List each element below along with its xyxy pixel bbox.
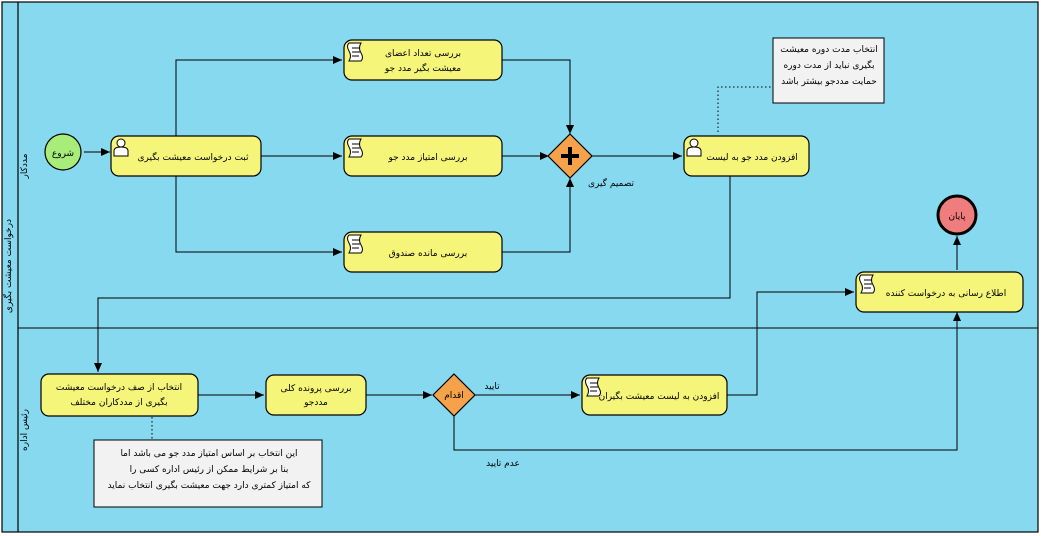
flow-register-fund [175,176,342,256]
flow-beneficiaries-notify [727,288,854,396]
flow-action-reject [453,312,961,451]
task-review-file-label-1: بررسی پرونده کلی [280,384,351,394]
lane-staff-title: مددکار [20,153,30,179]
script-icon [585,377,601,397]
gateway-decision[interactable] [547,133,593,179]
task-register[interactable]: ثبت درخواست معیشت بگیری [110,135,262,177]
script-icon [859,274,875,294]
task-check-fund[interactable]: بررسی مانده صندوق [343,231,503,273]
annotation-period-line-3: حمایت مددجو بیشتر باشد [781,77,877,87]
task-register-label: ثبت درخواست معیشت بگیری [137,151,249,163]
task-review-file-label-2: مددجو [303,398,328,408]
task-check-members-label-1: بررسی تعداد اعضای [385,49,461,59]
flow-fund-decision [502,178,574,253]
script-icon [347,138,363,158]
end-event-label: پایان [948,212,966,222]
gateway-action-label: اقدام [444,391,464,401]
task-check-members[interactable]: بررسی تعداد اعضای معیشت بگیر مدد جو [343,39,503,81]
gateway-action[interactable]: اقدام [432,373,476,417]
start-event-label: شروع [52,149,74,159]
task-notify[interactable]: اطلاع رسانی به درخواست کننده [855,271,1024,313]
annotation-selection-line-1: این انتخاب بر اساس امتیاز مدد جو می باشد… [120,449,297,459]
plus-icon [561,147,579,165]
task-check-score[interactable]: بررسی امتیاز مدد جو [343,135,503,177]
pool-title: درخواست معیشت بگیری [2,219,14,313]
task-check-score-label: بررسی امتیاز مدد جو [387,153,467,163]
task-add-to-list-label: افزودن مدد جو به لیست [706,153,798,163]
label-approve: تایید [484,382,500,392]
task-select-queue-label-2: بگیری از مددکاران مختلف [70,396,167,408]
lane-staff: مددکار [20,153,30,179]
annotation-selection: این انتخاب بر اساس امتیاز مدد جو می باشد… [93,439,323,508]
script-icon [347,42,363,62]
annotation-period: انتخاب مدت دوره معیشت بگیری نباید از مدت… [772,37,885,104]
sequence-flows [84,56,961,451]
task-check-members-label-2: معیشت بگیر مدد جو [384,62,461,74]
associations [151,86,773,440]
user-icon [113,138,129,157]
task-check-fund-label: بررسی مانده صندوق [389,249,468,259]
task-add-beneficiaries[interactable]: افزودن به لیست معیشت بگیران [581,374,728,416]
lane-manager: رئیس اداره [20,409,30,451]
annotation-selection-line-3: که امتیاز کمتری دارد جهت معیشت بگیری انت… [108,479,312,491]
start-event[interactable]: شروع [44,133,82,171]
label-reject: عدم تایید [486,459,520,469]
task-review-file[interactable]: بررسی پرونده کلی مددجو [265,374,367,416]
task-add-to-list[interactable]: افزودن مدد جو به لیست [683,135,810,177]
flow-register-members [175,56,342,136]
annotation-period-line-2: بگیری نباید از مدت دوره [783,59,874,71]
annotation-period-line-1: انتخاب مدت دوره معیشت [780,45,878,55]
task-add-beneficiaries-label: افزودن به لیست معیشت بگیران [599,390,720,402]
task-select-queue-label-1: انتخاب از صف درخواست معیشت [56,383,182,393]
flow-add-select [94,176,731,372]
association-period [717,86,773,132]
annotation-selection-line-2: بنا بر شرایط ممکن از رئیس اداره کسی را [130,465,289,475]
label-decision: تصمیم گیری [588,177,635,189]
user-icon [686,138,702,157]
end-event[interactable]: پایان [936,194,978,236]
lane-manager-title: رئیس اداره [20,409,30,451]
script-icon [347,234,363,254]
task-notify-label: اطلاع رسانی به درخواست کننده [886,289,1006,299]
flow-members-decision [502,59,574,134]
task-select-queue[interactable]: انتخاب از صف درخواست معیشت بگیری از مددک… [40,373,199,417]
